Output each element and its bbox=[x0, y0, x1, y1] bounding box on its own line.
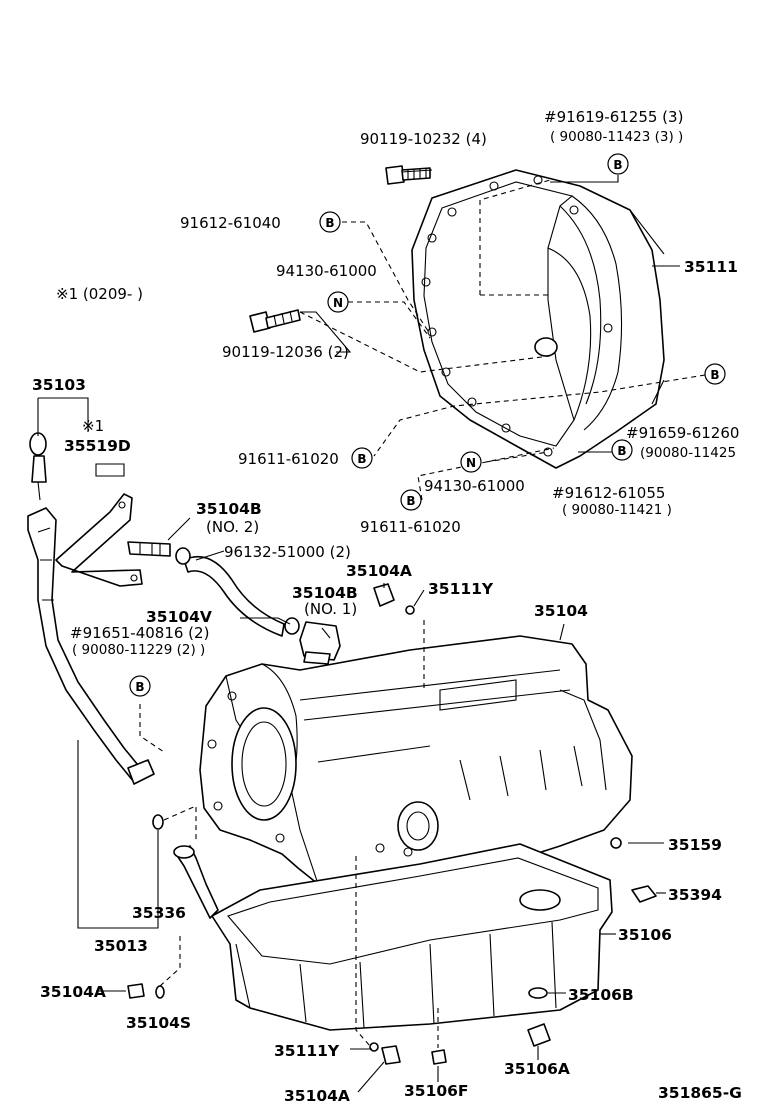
label-35104b-no1: 35104B bbox=[292, 584, 358, 602]
marker-b-2: B bbox=[319, 211, 341, 233]
o-ring-35336 bbox=[152, 814, 164, 830]
plug-35159 bbox=[610, 837, 622, 849]
union-35104b-no2 bbox=[127, 541, 171, 557]
oil-pan-35106 bbox=[211, 843, 613, 1031]
hose-35104v bbox=[175, 547, 300, 637]
label-35111: 35111 bbox=[684, 258, 738, 276]
marker-b-3: B bbox=[704, 363, 726, 385]
bolt-90119-10232 bbox=[385, 165, 431, 185]
label-91612-61055: #91612-61055 bbox=[552, 484, 665, 502]
label-no1: (NO. 1) bbox=[304, 600, 357, 618]
label-91611-61020-bot: 91611-61020 bbox=[360, 518, 461, 536]
svg-text:B: B bbox=[613, 158, 622, 172]
dipstick-tube-35013 bbox=[27, 507, 155, 785]
dipstick-35103 bbox=[29, 432, 47, 501]
label-90119-10232: 90119-10232 (4) bbox=[360, 130, 487, 148]
gasket-35106b bbox=[528, 987, 548, 999]
label-35111y-bot: 35111Y bbox=[274, 1042, 340, 1060]
label-35106: 35106 bbox=[618, 926, 672, 944]
label-note1-b: ※1 bbox=[82, 417, 104, 435]
marker-b-7: B bbox=[129, 675, 151, 697]
label-35104a-bot: 35104A bbox=[284, 1087, 350, 1105]
magnet-35394 bbox=[631, 885, 657, 903]
svg-text:B: B bbox=[135, 680, 144, 694]
strainer-tube bbox=[173, 845, 219, 919]
label-35103: 35103 bbox=[32, 376, 86, 394]
marker-b-1: B bbox=[607, 153, 629, 175]
marker-b-4: B bbox=[351, 447, 373, 469]
label-35104: 35104 bbox=[534, 602, 588, 620]
o-ring-35104s bbox=[155, 985, 165, 999]
label-91651-40816: #91651-40816 (2) bbox=[70, 624, 209, 642]
label-35336: 35336 bbox=[132, 904, 186, 922]
label-90080-11423: ( 90080-11423 (3) ) bbox=[550, 129, 683, 145]
label-no2: (NO. 2) bbox=[206, 518, 259, 536]
label-94130-61000-bot: 94130-61000 bbox=[424, 477, 525, 495]
svg-text:N: N bbox=[333, 296, 343, 310]
label-35104b-no2: 35104B bbox=[196, 500, 262, 518]
svg-text:B: B bbox=[710, 368, 719, 382]
label-91612-61040: 91612-61040 bbox=[180, 214, 281, 232]
label-35106b: 35106B bbox=[568, 986, 634, 1004]
label-90119-12036: 90119-12036 (2) bbox=[222, 343, 349, 361]
svg-text:B: B bbox=[406, 494, 415, 508]
label-35106a: 35106A bbox=[504, 1060, 570, 1078]
label-91619-61255: #91619-61255 (3) bbox=[544, 108, 683, 126]
label-91659-61260: #91659-61260 bbox=[626, 424, 739, 442]
o-ring-35111y-bot bbox=[369, 1042, 379, 1052]
label-35104a-left: 35104A bbox=[40, 983, 106, 1001]
label-35104a-top: 35104A bbox=[346, 562, 412, 580]
plug-35104a-bot bbox=[381, 1045, 401, 1065]
label-96132-51000: 96132-51000 (2) bbox=[224, 543, 351, 561]
label-91611-61020-mid: 91611-61020 bbox=[238, 450, 339, 468]
label-35106f: 35106F bbox=[404, 1082, 469, 1100]
label-35159: 35159 bbox=[668, 836, 722, 854]
label-90080-11229: ( 90080-11229 (2) ) bbox=[72, 642, 205, 658]
o-ring-35111y-top bbox=[405, 605, 415, 615]
union-35104b-no1 bbox=[299, 621, 341, 665]
part-labels: #91619-61255 (3) ( 90080-11423 (3) ) 901… bbox=[32, 108, 742, 1105]
plug-35104a-left bbox=[127, 983, 145, 999]
label-351865-g: 351865-G bbox=[658, 1084, 742, 1102]
transmission-housing-35111 bbox=[411, 169, 665, 469]
svg-text:B: B bbox=[357, 452, 366, 466]
label-90080-11421: ( 90080-11421 ) bbox=[562, 502, 672, 518]
label-90080-11425: (90080-11425 bbox=[640, 445, 736, 461]
label-35394: 35394 bbox=[668, 886, 722, 904]
svg-text:B: B bbox=[325, 216, 334, 230]
label-35104v: 35104V bbox=[146, 608, 212, 626]
tube-bracket bbox=[55, 493, 143, 587]
svg-text:N: N bbox=[466, 456, 476, 470]
label-plate-35519d bbox=[95, 463, 125, 477]
bolt-90119-12036 bbox=[249, 309, 301, 333]
label-35104s: 35104S bbox=[126, 1014, 191, 1032]
marker-n-2: N bbox=[460, 451, 482, 473]
marker-b-5: B bbox=[611, 439, 633, 461]
label-35013: 35013 bbox=[94, 937, 148, 955]
svg-text:B: B bbox=[617, 444, 626, 458]
label-35111y-top: 35111Y bbox=[428, 580, 494, 598]
marker-b-6: B bbox=[400, 489, 422, 511]
label-note1: ※1 (0209- ) bbox=[56, 285, 143, 303]
label-94130-61000-top: 94130-61000 bbox=[276, 262, 377, 280]
label-35519d: 35519D bbox=[64, 437, 131, 455]
bolt-35106f bbox=[431, 1049, 447, 1065]
plug-35106a bbox=[527, 1023, 551, 1047]
marker-n-1: N bbox=[327, 291, 349, 313]
plug-35104a-top bbox=[373, 583, 395, 607]
transmission-case-35104 bbox=[199, 635, 633, 887]
